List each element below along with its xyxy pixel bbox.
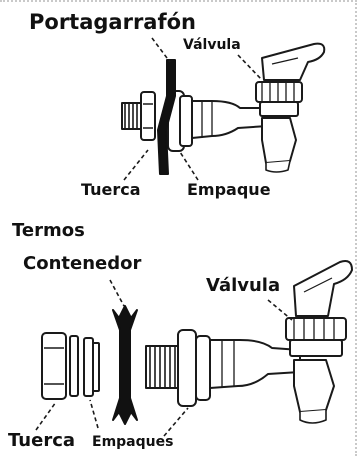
label-empaque: Empaque (187, 180, 271, 199)
diagram2-gaskets (69, 335, 100, 397)
label-contenedor: Contenedor (23, 253, 142, 274)
label-portagarrafon: Portagarrafón (29, 10, 196, 34)
label-valvula-bottom: Válvula (206, 275, 281, 296)
leader-lines (35, 37, 293, 437)
diagram2-assembly (41, 260, 353, 425)
label-valvula-top: Válvula (183, 37, 241, 53)
leader-tuerca-1 (123, 149, 149, 181)
diagram1-assembly (121, 42, 326, 175)
leader-valvula-1 (237, 54, 263, 81)
diagram2-threaded-stem (145, 345, 179, 389)
label-tuerca-bottom: Tuerca (8, 430, 76, 451)
diagram1-portagarrafon-panel (157, 59, 176, 175)
diagram1-valve-head (255, 42, 326, 117)
leader-empaque (179, 151, 199, 181)
diagram1-faucet-body (167, 90, 297, 173)
leader-portagarrafon (151, 37, 171, 63)
label-empaques: Empaques (92, 434, 174, 450)
leader-valvula-2 (267, 299, 293, 321)
diagram2-faucet-body (177, 329, 335, 424)
leader-empaques-left (89, 399, 99, 429)
leader-empaques-right (163, 407, 189, 437)
label-termos: Termos (12, 220, 85, 241)
leader-contenedor (109, 279, 125, 307)
diagram2-contenedor-wall (112, 305, 138, 425)
diagram2-valve-head (285, 260, 353, 357)
leader-tuerca-2 (35, 401, 57, 431)
label-tuerca-top: Tuerca (81, 180, 141, 199)
diagram1-threaded-stem (121, 102, 145, 130)
diagram1-nut (140, 91, 156, 141)
diagram2-nut (41, 332, 67, 400)
